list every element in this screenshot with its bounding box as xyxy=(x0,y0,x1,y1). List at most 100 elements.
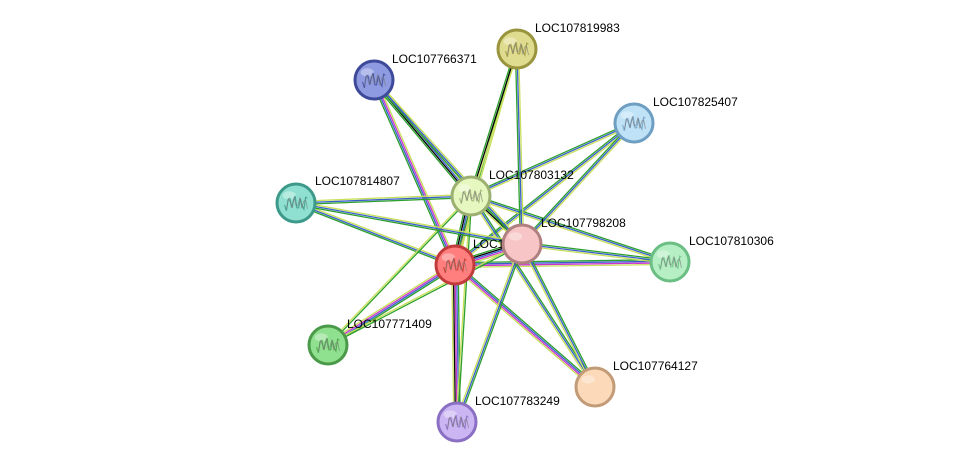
edge-n_107798208-n_107783249[interactable] xyxy=(454,243,525,423)
edge-evidence-strand xyxy=(514,49,522,245)
edge-n_107803132-n_107810306[interactable] xyxy=(470,193,671,265)
node-label: LOC107766371 xyxy=(392,52,477,66)
edge-evidence-strand xyxy=(454,122,635,266)
edge-evidence-strand xyxy=(516,48,523,245)
edge-n_107803132-n_107825407[interactable] xyxy=(470,120,635,199)
edge-evidence-strand xyxy=(455,262,671,267)
edge-evidence-strand xyxy=(471,193,671,262)
node-highlight xyxy=(441,253,455,262)
edge-evidence-strand xyxy=(452,265,457,423)
edge-n_107798208-n_107814807[interactable] xyxy=(295,200,523,247)
edge-evidence-strand xyxy=(522,241,671,262)
node-highlight xyxy=(581,375,595,384)
node-107771409[interactable]: LOC107771409 xyxy=(307,317,432,366)
edge-evidence-strand xyxy=(521,244,670,265)
node-highlight xyxy=(656,250,670,259)
edge-n_107803132-n_107814807[interactable] xyxy=(295,193,472,206)
edge-evidence-strand xyxy=(470,195,671,263)
edge-evidence-strand xyxy=(455,123,636,267)
node-107814807[interactable]: LOC107814807 xyxy=(275,174,400,224)
protein-structure-icon-detail xyxy=(507,43,529,56)
edge-evidence-strand xyxy=(456,243,523,423)
node-label: LOC107810306 xyxy=(689,234,774,248)
protein-structure-icon-detail xyxy=(461,190,483,203)
edge-evidence-strand xyxy=(373,79,523,245)
edge-evidence-strand xyxy=(296,200,523,244)
edge-n_107798208-n_107810306[interactable] xyxy=(521,241,671,265)
edge-evidence-strand xyxy=(520,121,634,244)
edge-evidence-strand xyxy=(451,265,455,423)
node-label: LOC107783249 xyxy=(475,394,560,408)
edge-n_107798208-n_107764127[interactable] xyxy=(519,242,598,389)
node-label: LOC107803132 xyxy=(489,168,574,182)
edge-evidence-strand xyxy=(328,244,523,347)
node-107819983[interactable]: LOC107819983 xyxy=(496,21,620,70)
node-107798208[interactable]: LOC107798208 xyxy=(501,216,626,265)
edge-evidence-strand xyxy=(470,122,635,197)
edge-evidence-strand xyxy=(522,242,598,387)
protein-structure-icon-detail xyxy=(318,339,340,352)
node-107825407[interactable]: LOC107825407 xyxy=(613,95,738,144)
edge-n_107803132-n_107819983[interactable] xyxy=(468,48,520,197)
edge-n_107798208-n_107771409[interactable] xyxy=(327,242,523,347)
edge-evidence-strand xyxy=(295,202,456,266)
node-highlight xyxy=(282,191,296,200)
node-highlight xyxy=(620,111,634,120)
edge-n_center_red-n_107766371[interactable] xyxy=(371,78,458,267)
edge-evidence-strand xyxy=(471,123,635,199)
edge-n_center_red-n_107810306[interactable] xyxy=(454,258,671,269)
edge-evidence-strand xyxy=(371,81,470,198)
protein-structure-icon-detail xyxy=(660,256,682,269)
node-highlight xyxy=(360,68,374,77)
edge-n_107803132-n_107764127[interactable] xyxy=(469,194,597,389)
edge-evidence-strand xyxy=(457,244,525,423)
edge-evidence-strand xyxy=(454,264,458,423)
edge-n_center_red-n_107825407[interactable] xyxy=(453,121,636,267)
edge-n_107798208-n_107825407[interactable] xyxy=(520,121,636,246)
node-highlight xyxy=(508,232,522,241)
edge-evidence-strand xyxy=(521,122,635,245)
protein-structure-icon-detail xyxy=(286,197,308,210)
edge-evidence-strand xyxy=(471,194,597,387)
protein-structure-icon-detail xyxy=(447,416,469,429)
edge-evidence-strand xyxy=(468,48,517,196)
edge-evidence-strand xyxy=(326,194,471,345)
edge-evidence-strand xyxy=(326,262,455,344)
edge-evidence-strand xyxy=(521,243,596,388)
edge-n_107798208-n_107766371[interactable] xyxy=(372,78,524,246)
node-107810306[interactable]: LOC107810306 xyxy=(649,234,774,283)
edge-evidence-strand xyxy=(522,123,636,246)
node-107766371[interactable]: LOC107766371 xyxy=(353,52,477,101)
edge-evidence-strand xyxy=(470,120,634,196)
node-highlight xyxy=(443,410,457,419)
protein-structure-icon-detail xyxy=(445,259,467,272)
node-layer: LOC1……57LOC107798208LOC107803132LOC10776… xyxy=(275,21,774,443)
protein-structure-icon-detail xyxy=(364,74,386,87)
edge-n_107798208-n_107819983[interactable] xyxy=(514,48,525,245)
node-107803132[interactable]: LOC107803132 xyxy=(450,168,574,217)
node-107764127[interactable]: LOC107764127 xyxy=(574,359,698,408)
node-circle xyxy=(574,366,616,408)
edge-evidence-strand xyxy=(327,242,522,345)
edge-evidence-strand xyxy=(457,196,473,423)
edge-n_107803132-n_107771409[interactable] xyxy=(326,194,473,347)
edge-evidence-strand xyxy=(519,244,595,389)
edge-evidence-strand xyxy=(375,78,458,265)
edge-evidence-strand xyxy=(372,80,522,246)
edge-layer xyxy=(295,48,671,423)
edge-evidence-strand xyxy=(470,195,596,388)
edge-evidence-strand xyxy=(455,263,671,269)
edge-evidence-strand xyxy=(452,266,594,390)
edge-evidence-strand xyxy=(469,196,595,389)
edge-n_center_red-n_107814807[interactable] xyxy=(295,200,456,268)
edge-evidence-strand xyxy=(454,258,670,264)
edge-evidence-strand xyxy=(453,121,634,265)
edge-n_center_red-n_107764127[interactable] xyxy=(452,262,598,390)
edge-evidence-strand xyxy=(517,48,525,244)
node-label: LOC107771409 xyxy=(347,317,432,331)
edge-evidence-strand xyxy=(374,79,457,265)
edge-evidence-strand xyxy=(295,202,523,245)
edge-evidence-strand xyxy=(295,195,472,204)
node-107783249[interactable]: LOC107783249 xyxy=(436,394,560,443)
edge-evidence-strand xyxy=(454,260,670,265)
